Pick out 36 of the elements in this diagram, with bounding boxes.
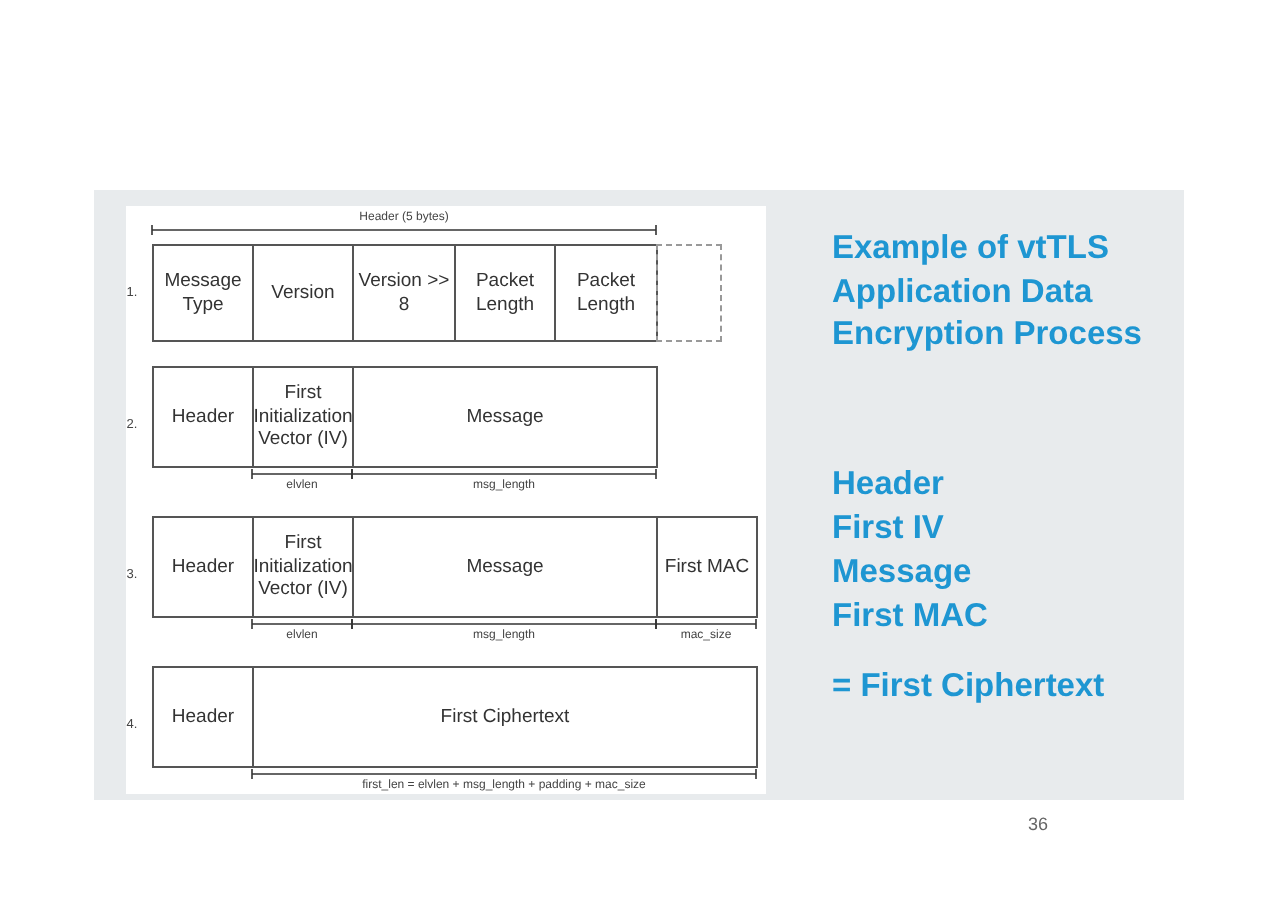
empty-field-box: [656, 244, 722, 342]
field-name: Version >> 8: [356, 270, 452, 316]
field-box: [252, 366, 354, 468]
field-name: Message Type: [162, 270, 244, 316]
page-number: 36: [1028, 814, 1048, 834]
field-box: [252, 516, 354, 618]
field-name: Header: [171, 405, 235, 429]
field-name: Message: [466, 555, 544, 579]
summary-line: Message: [832, 552, 972, 594]
field-name: Header: [171, 705, 235, 729]
field-name: Header: [171, 555, 235, 579]
field-box: [152, 516, 254, 618]
field-box: [352, 366, 658, 468]
field-name: Packet Length: [473, 270, 537, 316]
summary-line: Header: [832, 464, 944, 506]
field-name: First Initialization Vector (IV): [253, 382, 353, 452]
summary-line: First MAC: [832, 596, 988, 638]
field-name: Packet Length: [574, 270, 638, 316]
field-name: First Initialization Vector (IV): [253, 532, 353, 602]
field-box: [252, 666, 758, 768]
field-box: [152, 366, 254, 468]
field-name: First Ciphertext: [440, 705, 570, 729]
field-box: [656, 516, 758, 618]
field-box: [352, 516, 658, 618]
field-name: Version: [271, 281, 335, 305]
field-box: [454, 244, 556, 342]
field-name: Message: [466, 405, 544, 429]
field-box: [152, 666, 254, 768]
slide-title: Example of vtTLS Application Data Encryption Process: [832, 228, 1144, 356]
field-box: [252, 244, 354, 342]
field-box: [152, 244, 254, 342]
field-box: [554, 244, 658, 342]
field-name: First MAC: [664, 555, 750, 579]
summary-line: First IV: [832, 508, 944, 550]
field-box: [352, 244, 456, 342]
summary-line: = First Ciphertext: [832, 666, 1105, 708]
